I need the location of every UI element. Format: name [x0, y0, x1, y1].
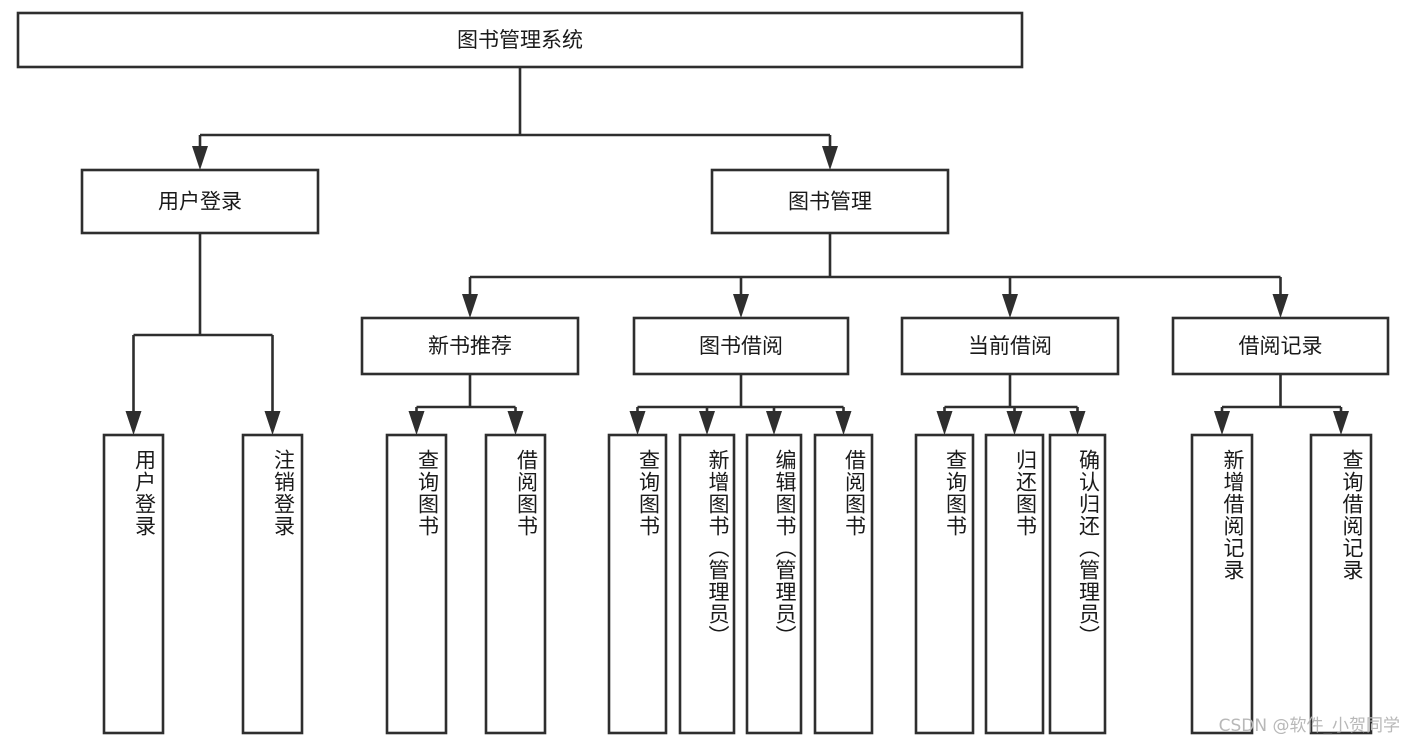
node-label-new-book-recommend: 新书推荐 — [428, 334, 512, 358]
node-book-manage[interactable]: 图书管理 — [710, 168, 950, 235]
arrow-head-leaf-query-borrow-record — [1333, 411, 1349, 435]
node-box-new-book-recommend — [360, 316, 580, 376]
node-leaf-query-book-current[interactable]: 查询图书 — [914, 433, 975, 735]
node-label-leaf-borrow-book-borrow: 借阅图书 — [843, 449, 867, 537]
node-book-borrow[interactable]: 图书借阅 — [632, 316, 850, 376]
arrow-head-new-book-recommend — [462, 294, 478, 318]
node-box-leaf-confirm-return-admin — [1048, 433, 1107, 735]
node-label-leaf-confirm-return-admin: 确认归还（管理员） — [1077, 449, 1101, 647]
node-label-current-borrow: 当前借阅 — [968, 334, 1052, 358]
node-borrow-record[interactable]: 借阅记录 — [1171, 316, 1390, 376]
node-box-leaf-edit-book-admin — [745, 433, 803, 735]
arrow-head-leaf-borrow-book-recommend — [507, 411, 524, 435]
node-box-book-borrow — [632, 316, 850, 376]
arrow-head-leaf-user-login — [125, 411, 142, 435]
node-box-leaf-query-book-borrow — [607, 433, 668, 735]
node-box-leaf-query-book-current — [914, 433, 975, 735]
node-box-leaf-query-borrow-record — [1309, 433, 1373, 735]
node-user-login[interactable]: 用户登录 — [80, 168, 320, 235]
csdn-watermark: CSDN @软件_小贺同学 — [1219, 716, 1400, 736]
node-box-leaf-add-borrow-record — [1190, 433, 1254, 735]
arrow-head-leaf-return-book — [1006, 411, 1023, 435]
arrow-head-leaf-add-book-admin — [699, 411, 715, 435]
node-label-leaf-user-login: 用户登录 — [133, 449, 157, 537]
arrow-head-leaf-edit-book-admin — [766, 411, 782, 435]
arrow-head-leaf-query-book-current — [936, 411, 953, 435]
arrow-head-leaf-query-book-borrow — [629, 411, 646, 435]
node-root[interactable]: 图书管理系统 — [16, 11, 1024, 69]
node-label-leaf-query-borrow-record: 查询借阅记录 — [1340, 449, 1364, 581]
node-box-user-login — [80, 168, 320, 235]
node-leaf-query-borrow-record[interactable]: 查询借阅记录 — [1309, 433, 1373, 735]
node-box-current-borrow — [900, 316, 1120, 376]
arrow-head-leaf-add-borrow-record — [1214, 411, 1230, 435]
node-leaf-return-book[interactable]: 归还图书 — [984, 433, 1045, 735]
node-current-borrow[interactable]: 当前借阅 — [900, 316, 1120, 376]
node-leaf-add-borrow-record[interactable]: 新增借阅记录 — [1190, 433, 1254, 735]
node-label-book-manage: 图书管理 — [788, 190, 872, 214]
node-leaf-query-book-recommend[interactable]: 查询图书 — [385, 433, 448, 735]
node-leaf-add-book-admin[interactable]: 新增图书（管理员） — [678, 433, 736, 735]
node-label-leaf-edit-book-admin: 编辑图书（管理员） — [773, 449, 797, 647]
node-box-leaf-user-login — [102, 433, 165, 735]
node-leaf-borrow-book-recommend[interactable]: 借阅图书 — [484, 433, 547, 735]
node-label-user-login: 用户登录 — [158, 190, 242, 214]
arrow-head-book-manage — [822, 146, 838, 170]
node-leaf-query-book-borrow[interactable]: 查询图书 — [607, 433, 668, 735]
node-leaf-user-login[interactable]: 用户登录 — [102, 433, 165, 735]
node-box-root — [16, 11, 1024, 69]
node-label-leaf-add-book-admin: 新增图书（管理员） — [706, 449, 730, 647]
arrow-head-book-borrow — [733, 294, 749, 318]
node-box-borrow-record — [1171, 316, 1390, 376]
node-leaf-borrow-book-borrow[interactable]: 借阅图书 — [813, 433, 874, 735]
node-label-leaf-query-book-borrow: 查询图书 — [637, 449, 661, 537]
node-label-book-borrow: 图书借阅 — [699, 334, 783, 358]
node-leaf-logout[interactable]: 注销登录 — [241, 433, 304, 735]
nodes-layer: 图书管理系统用户登录图书管理新书推荐图书借阅当前借阅借阅记录用户登录注销登录查询… — [16, 11, 1390, 735]
arrow-head-user-login — [192, 146, 208, 170]
node-label-leaf-query-book-recommend: 查询图书 — [416, 449, 440, 537]
arrow-head-leaf-confirm-return-admin — [1069, 411, 1086, 435]
node-label-leaf-query-book-current: 查询图书 — [944, 449, 968, 537]
node-leaf-edit-book-admin[interactable]: 编辑图书（管理员） — [745, 433, 803, 735]
node-box-leaf-borrow-book-borrow — [813, 433, 874, 735]
node-leaf-confirm-return-admin[interactable]: 确认归还（管理员） — [1048, 433, 1107, 735]
node-label-leaf-add-borrow-record: 新增借阅记录 — [1221, 449, 1245, 581]
node-label-leaf-logout: 注销登录 — [272, 449, 296, 537]
node-label-leaf-return-book: 归还图书 — [1014, 449, 1038, 537]
node-box-leaf-add-book-admin — [678, 433, 736, 735]
connectors-layer — [125, 67, 1349, 435]
node-label-borrow-record: 借阅记录 — [1239, 334, 1323, 358]
node-box-leaf-logout — [241, 433, 304, 735]
arrow-head-borrow-record — [1272, 294, 1289, 318]
arrow-head-leaf-query-book-recommend — [408, 411, 425, 435]
arrow-head-leaf-logout — [264, 411, 281, 435]
node-label-root: 图书管理系统 — [457, 28, 583, 52]
node-box-leaf-borrow-book-recommend — [484, 433, 547, 735]
node-box-leaf-query-book-recommend — [385, 433, 448, 735]
node-label-leaf-borrow-book-recommend: 借阅图书 — [515, 449, 539, 537]
node-box-leaf-return-book — [984, 433, 1045, 735]
arrow-head-current-borrow — [1002, 294, 1018, 318]
arrow-head-leaf-borrow-book-borrow — [835, 411, 852, 435]
node-new-book-recommend[interactable]: 新书推荐 — [360, 316, 580, 376]
node-box-book-manage — [710, 168, 950, 235]
